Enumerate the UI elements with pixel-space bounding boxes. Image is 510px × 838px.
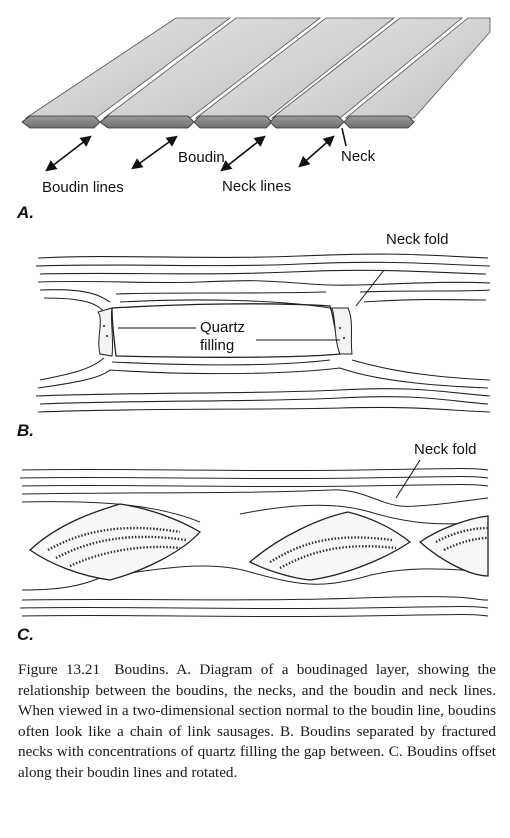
panel-c-rotated-boudins: Neck fold C. bbox=[0, 440, 510, 650]
panel-a-drawing: Boudin lines Boudin Neck lines Neck A. bbox=[16, 17, 491, 222]
boudin-slabs bbox=[21, 17, 491, 129]
neck-label: Neck bbox=[341, 148, 376, 165]
boudin-line-arrow-2 bbox=[131, 135, 178, 170]
quartz-neck-left bbox=[97, 307, 114, 357]
boudin-edge-3 bbox=[193, 115, 273, 129]
filling-label: filling bbox=[200, 337, 234, 354]
quartz-label: Quartz bbox=[200, 319, 245, 336]
lower-layer-lines bbox=[35, 357, 491, 413]
neck-fold-label-b: Neck fold bbox=[386, 231, 449, 248]
boudin-edge-2 bbox=[99, 115, 195, 129]
panel-b-drawing: Neck fold Quartz filling B. bbox=[17, 231, 491, 438]
neck-lines-label: Neck lines bbox=[222, 178, 291, 195]
boudin-label: Boudin bbox=[178, 149, 225, 166]
panel-b-letter: B. bbox=[17, 421, 34, 438]
upper-layer-lines bbox=[35, 253, 491, 313]
panel-b-leader-lines bbox=[118, 269, 385, 341]
boudin-edge-1 bbox=[21, 115, 101, 129]
neck-line-arrow-1 bbox=[220, 135, 266, 172]
neck-line-arrow-2 bbox=[298, 135, 335, 168]
line-arrows bbox=[45, 127, 347, 172]
boudin-line-arrow-1 bbox=[45, 135, 92, 172]
caption-text: Boudins. A. Diagram of a boudinaged laye… bbox=[18, 661, 497, 781]
boudin-banding bbox=[47, 526, 489, 570]
boudin-edge-5 bbox=[343, 115, 415, 129]
panel-a-boudin-block-diagram: Boudin lines Boudin Neck lines Neck A. bbox=[0, 0, 510, 225]
neck-fold-leader-c bbox=[395, 459, 421, 499]
rotated-boudin-1 bbox=[28, 503, 202, 581]
neck-pointer-line bbox=[341, 127, 347, 147]
panel-c-letter: C. bbox=[17, 625, 34, 644]
quartz-dots bbox=[103, 325, 345, 339]
quartz-neck-right bbox=[331, 307, 353, 355]
panel-a-letter: A. bbox=[16, 203, 34, 222]
figure-caption: Figure 13.21 Boudins. A. Diagram of a bo… bbox=[18, 660, 496, 784]
neck-fold-label-c: Neck fold bbox=[414, 441, 477, 458]
panel-b-quartz-filled-necks: Neck fold Quartz filling B. bbox=[0, 228, 510, 438]
matrix-foliation bbox=[19, 468, 489, 618]
boudin-edge-4 bbox=[269, 115, 345, 129]
boudin-lines-label: Boudin lines bbox=[42, 179, 124, 196]
panel-c-drawing: Neck fold C. bbox=[17, 441, 489, 644]
figure-label: Figure 13.21 bbox=[18, 661, 101, 678]
